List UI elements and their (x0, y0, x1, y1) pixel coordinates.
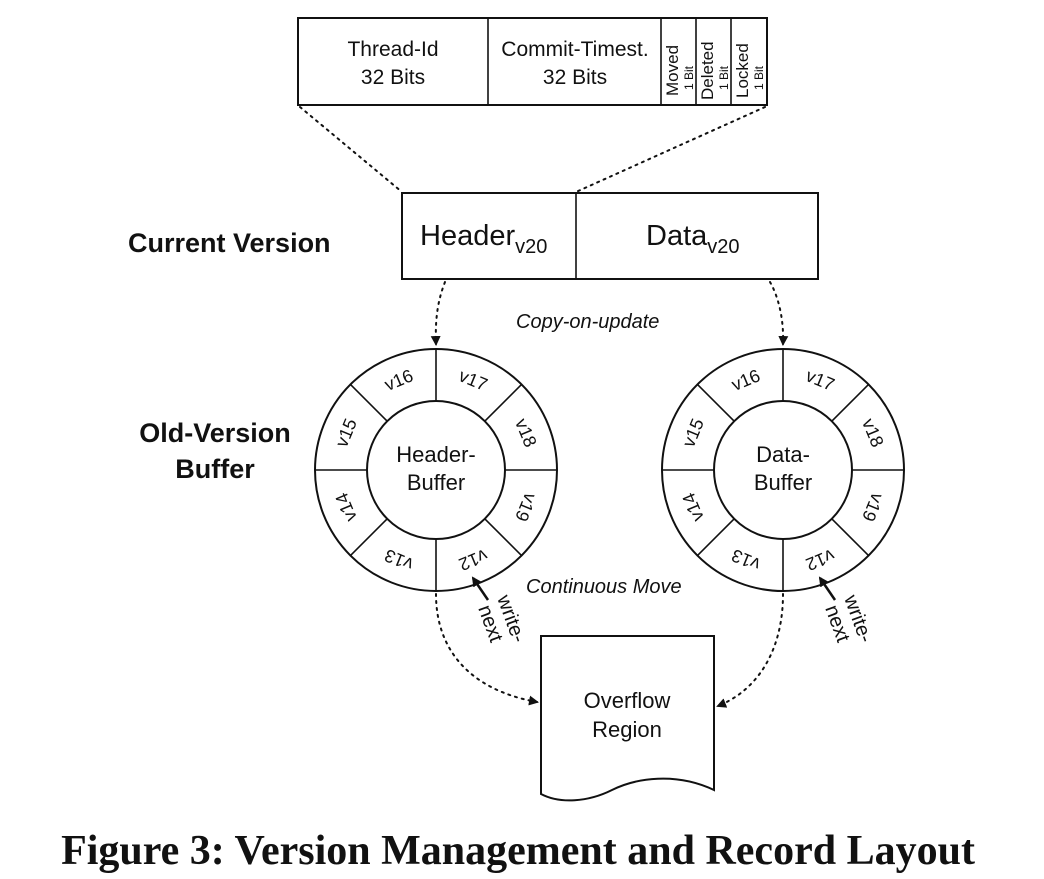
moved-flag-label: Moved (663, 45, 682, 96)
ring-divider (831, 383, 870, 422)
old-version-label: Old-Version (139, 418, 291, 448)
locked-flag-label: Locked (733, 43, 752, 98)
ring-divider (696, 383, 735, 422)
projection-line (575, 106, 766, 193)
locked-flag-bits: 1 Bit (752, 65, 766, 90)
current-version-box (401, 192, 819, 280)
ring-divider (484, 518, 523, 557)
data-v20-label: Datav20 (646, 220, 740, 258)
header-layout-box (297, 17, 768, 106)
record-header-layout: Thread-Id 32 Bits Commit-Timest. 32 Bits… (297, 17, 768, 106)
current-version-label: Current Version (128, 228, 331, 258)
ring-inner (366, 400, 506, 540)
deleted-flag-bits: 1 Bit (717, 65, 731, 90)
copy-on-update-label: Copy-on-update (516, 311, 659, 333)
continuous-move-label: Continuous Move (526, 576, 682, 598)
ring-divider (349, 518, 388, 557)
ring-inner (713, 400, 853, 540)
copy-arrow-header (430, 281, 446, 346)
ring-divider (831, 518, 870, 557)
overflow-label: Overflow (584, 688, 671, 713)
current-version: Current Version Headerv20 Datav20 (128, 192, 819, 280)
move-arrow-header (435, 593, 539, 706)
old-version-label-2: Buffer (175, 454, 255, 484)
copy-arrow-data (769, 281, 789, 346)
ring-divider (696, 518, 735, 557)
write-next-arrow-data (818, 576, 837, 601)
deleted-flag-label: Deleted (698, 41, 717, 100)
thread-id-label: Thread-Id (347, 38, 438, 61)
ring-divider (484, 383, 523, 422)
overflow-document-shape (540, 635, 715, 802)
write-next-arrow-header (471, 576, 490, 601)
commit-timestamp-label: Commit-Timest. (501, 38, 648, 61)
moved-flag-bits: 1 Bit (682, 65, 696, 90)
data-buffer-label: Data- (756, 442, 810, 467)
ring-divider (349, 383, 388, 422)
figure-caption: Figure 3: Version Management and Record … (61, 828, 975, 874)
header-v20-label: Headerv20 (420, 220, 547, 258)
header-buffer-label: Header- (396, 442, 475, 467)
thread-id-bits: 32 Bits (361, 66, 425, 89)
overflow-region: Overflow Region (540, 635, 715, 802)
overflow-label-2: Region (592, 717, 662, 742)
move-arrow-data (716, 593, 784, 708)
data-buffer-label-2: Buffer (754, 470, 812, 495)
projection-line (299, 106, 403, 193)
header-buffer-label-2: Buffer (407, 470, 465, 495)
commit-timestamp-bits: 32 Bits (543, 66, 607, 89)
